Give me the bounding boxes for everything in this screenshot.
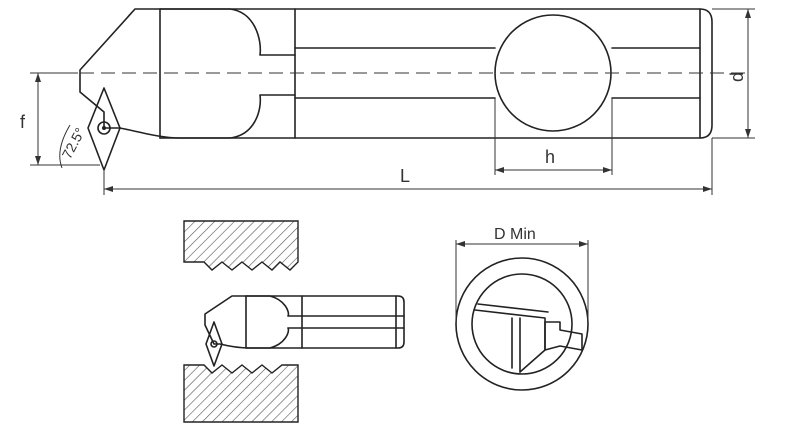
angle-arc — [59, 124, 71, 169]
d-label: d — [727, 72, 747, 82]
small-insert — [205, 321, 223, 367]
head-bulge — [159, 8, 296, 139]
small-bar-bulge — [245, 295, 303, 349]
angle-label: 72.5° — [59, 125, 89, 162]
bar-body-outline — [79, 8, 713, 139]
insert-screw — [97, 121, 111, 135]
main-side-view: f 72.5° d h L — [20, 8, 755, 195]
small-bar-shank — [301, 295, 405, 349]
application-view — [183, 220, 405, 423]
dmin-label: D Min — [494, 226, 536, 243]
insert-screw-center — [102, 126, 106, 130]
bar-flat — [474, 309, 546, 373]
workpiece-top — [183, 220, 299, 271]
bar-circle — [471, 273, 573, 375]
f-label: f — [20, 112, 26, 132]
small-bar-outline — [204, 295, 405, 349]
end-view: D Min — [455, 226, 589, 391]
bar-flat-inner — [477, 303, 549, 313]
l-label: L — [400, 166, 410, 186]
bar-slot — [511, 317, 521, 373]
h-label: h — [545, 147, 555, 167]
workpiece-bottom — [183, 364, 299, 423]
small-insert-screw — [210, 340, 218, 348]
bore-circle — [455, 257, 589, 391]
end-insert — [544, 321, 583, 351]
